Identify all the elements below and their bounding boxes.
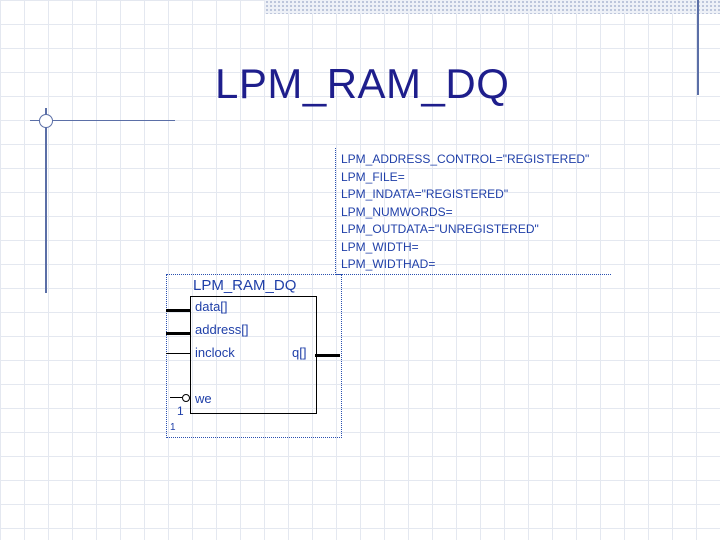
decorative-circle-icon: [39, 114, 53, 128]
inclock-wire: [166, 353, 190, 354]
we-wire: [170, 397, 182, 398]
decorative-horizontal-line: [30, 120, 175, 121]
decorative-dot-band: [265, 0, 720, 14]
parameter-address-control: LPM_ADDRESS_CONTROL="REGISTERED": [341, 152, 590, 166]
data-bus-wire: [166, 309, 190, 312]
symbol-frame: [166, 274, 342, 438]
parameter-file: LPM_FILE=: [341, 170, 405, 184]
parameter-width: LPM_WIDTH=: [341, 240, 419, 254]
port-inclock-label: inclock: [195, 345, 235, 360]
parameter-indata: LPM_INDATA="REGISTERED": [341, 187, 509, 201]
decorative-vertical-line-right: [697, 0, 699, 95]
port-q-label: q[]: [292, 345, 307, 360]
we-inversion-bubble: [182, 394, 190, 402]
symbol-title: LPM_RAM_DQ: [193, 277, 297, 294]
parameter-panel: LPM_ADDRESS_CONTROL="REGISTERED" LPM_FIL…: [335, 148, 611, 275]
slide-title: LPM_RAM_DQ: [215, 60, 510, 107]
we-constant-label-b: 1: [170, 422, 176, 433]
parameter-numwords: LPM_NUMWORDS=: [341, 205, 453, 219]
parameter-widthad: LPM_WIDTHAD=: [341, 257, 436, 271]
decorative-vertical-line: [45, 108, 47, 293]
q-bus-wire: [315, 354, 340, 357]
port-we-label: we: [195, 391, 212, 406]
port-address-label: address[]: [195, 322, 249, 337]
parameter-outdata: LPM_OUTDATA="UNREGISTERED": [341, 222, 539, 236]
address-bus-wire: [166, 332, 190, 335]
we-constant-label-a: 1: [177, 404, 184, 418]
port-data-label: data[]: [195, 299, 228, 314]
